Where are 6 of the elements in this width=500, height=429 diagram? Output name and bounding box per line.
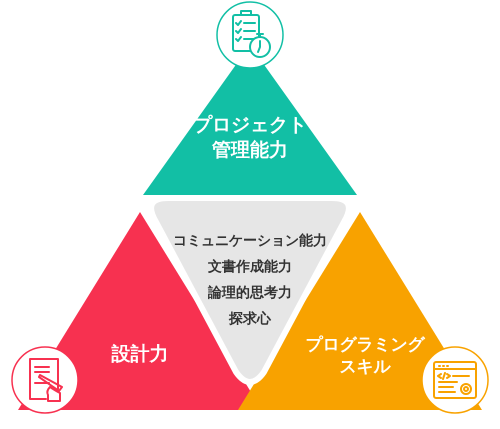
skill-label: 論理的思考力 [206,284,293,302]
skill-label: 文書作成能力 [207,258,293,276]
skill-label: 探求心 [228,310,272,328]
triangle-label: 設計力 [110,342,170,367]
triangle-label: プログラミングスキル [304,334,426,378]
skill-label: コミュニケーション能力 [172,232,328,250]
